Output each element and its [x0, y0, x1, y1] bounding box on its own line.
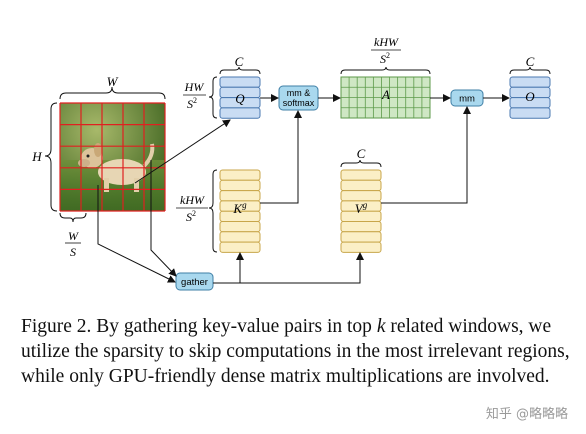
- a-dim-numerator: kHW: [374, 35, 399, 49]
- v-matrix-row: [340, 221, 382, 233]
- caption-k: k: [376, 316, 386, 337]
- width-brace: [59, 86, 166, 100]
- window-size-denominator: S: [70, 245, 76, 259]
- gather-label: gather: [181, 277, 208, 288]
- o-matrix: [509, 76, 551, 119]
- connector-arrows: [97, 94, 510, 284]
- mm-op: mm: [450, 89, 484, 107]
- k-matrix-row: [219, 179, 261, 192]
- height-brace: [44, 102, 58, 212]
- v-matrix-row: [340, 190, 382, 202]
- a-label: A: [381, 87, 390, 102]
- dog-illustration: [78, 143, 155, 192]
- k-matrix: [219, 169, 261, 253]
- k-matrix-row: [219, 190, 261, 202]
- mm-softmax-line1: mm &: [287, 88, 311, 98]
- q-size-denominator: S2: [187, 96, 197, 111]
- q-matrix-row: [219, 107, 261, 119]
- a-dim-denominator: S2: [380, 51, 390, 66]
- v-matrix: [340, 169, 382, 253]
- window-grid: [59, 102, 166, 212]
- v-matrix-row: [340, 169, 382, 181]
- o-dim-label: C: [526, 54, 535, 69]
- k-size-denominator: S2: [186, 209, 196, 224]
- width-label: W: [107, 74, 119, 89]
- v-matrix-row: [340, 241, 382, 253]
- v-matrix-row: [340, 179, 382, 192]
- o-label: O: [525, 89, 535, 104]
- k-label: Kg: [232, 200, 247, 216]
- k-matrix-row: [219, 241, 261, 253]
- dog-image-grid: [59, 102, 166, 212]
- mm-softmax-op: mm & softmax: [278, 85, 319, 111]
- mm-label: mm: [459, 94, 475, 105]
- o-matrix-row: [509, 107, 551, 119]
- q-size-numerator: HW: [184, 80, 205, 94]
- window-size-brace: [59, 212, 87, 223]
- k-matrix-row: [219, 231, 261, 243]
- mm-softmax-line2: softmax: [283, 98, 315, 108]
- k-matrix-row: [219, 221, 261, 233]
- height-label: H: [31, 149, 42, 164]
- gather-op: gather: [175, 272, 214, 291]
- a-matrix: [340, 76, 431, 119]
- figure-caption: Figure 2. By gathering key-value pairs i…: [21, 314, 571, 389]
- v-label: Vg: [355, 200, 368, 216]
- watermark-text: 知乎 @略略略: [485, 407, 568, 422]
- q-label: Q: [235, 91, 245, 106]
- caption-part1: Figure 2. By gathering key-value pairs i…: [21, 316, 377, 337]
- k-size-numerator: kHW: [180, 193, 205, 207]
- v-matrix-row: [340, 231, 382, 243]
- q-matrix: [219, 76, 261, 119]
- v-dim-label: C: [357, 146, 366, 161]
- figure-diagram: W H W S C Q HW S2 Kg kHW S2 C Vg kHW S2 …: [31, 35, 551, 291]
- q-dim-label: C: [235, 54, 244, 69]
- window-size-numerator: W: [68, 229, 79, 243]
- caption-part2: related windows, we utilize the sparsity…: [21, 316, 570, 387]
- q-matrix-row: [219, 76, 261, 88]
- k-matrix-row: [219, 169, 261, 181]
- o-matrix-row: [509, 76, 551, 88]
